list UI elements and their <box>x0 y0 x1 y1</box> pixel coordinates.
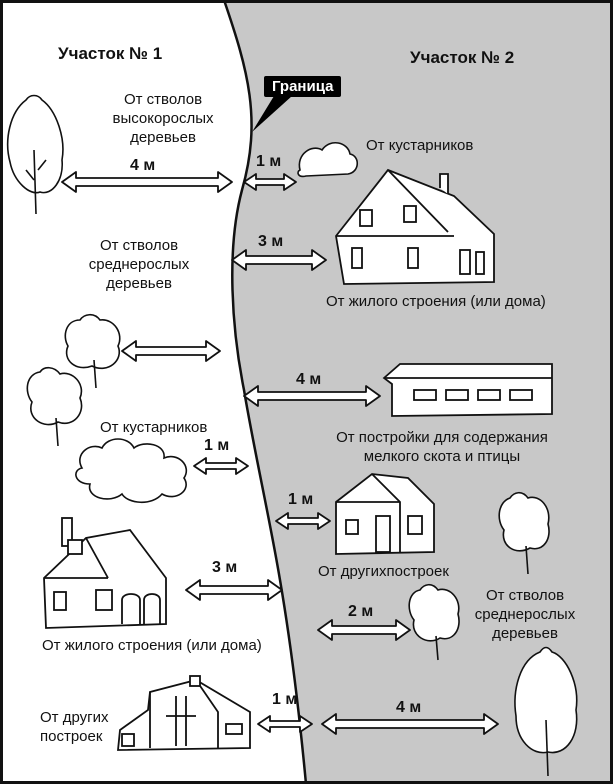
arrow-house-right <box>231 249 327 271</box>
distance-other-right: 1 м <box>288 491 314 508</box>
medium-tree-icon-left-2 <box>26 366 83 447</box>
house-icon-left <box>43 517 167 629</box>
border-pointer <box>252 96 292 132</box>
plot2-heading: Участок № 2 <box>410 48 515 67</box>
arrow-other-right <box>275 512 331 530</box>
arrow-house-left <box>185 579 283 601</box>
arrow-shrubs-right <box>243 173 297 191</box>
house-icon-right <box>335 168 495 285</box>
label-shrubs-right: От кустарников <box>366 137 474 154</box>
label-medium-trees-right: От стволов среднерослых деревьев <box>474 587 576 642</box>
arrow-unlabeled <box>121 340 221 362</box>
plot1-heading: Участок № 1 <box>58 44 163 63</box>
other-building-icon-right <box>335 473 435 555</box>
other-building-icon-left <box>117 675 251 751</box>
label-tall-trees: От стволов высокорослых деревьев <box>112 91 214 146</box>
label-shrubs-left: От кустарников <box>100 419 208 436</box>
distance-bottom-trees: 4 м <box>396 699 422 716</box>
shrub-icon-left <box>75 438 188 504</box>
label-house-right: От жилого строения (или дома) <box>326 293 546 310</box>
distance-house-right: 3 м <box>258 233 284 250</box>
arrow-tall-trees <box>61 171 233 193</box>
medium-tree-icon-right-1 <box>498 491 550 575</box>
distance-tall-trees: 4 м <box>130 157 156 174</box>
arrow-medium-trees-right <box>317 619 411 641</box>
medium-tree-icon-right-2 <box>408 583 460 661</box>
livestock-building-icon <box>382 363 553 417</box>
label-livestock: От постройки для содержания мелкого скот… <box>336 429 548 465</box>
label-medium-trees-left: От стволов среднерослых деревьев <box>88 237 190 292</box>
arrow-bottom-trees <box>321 713 499 735</box>
arrow-livestock <box>243 385 381 407</box>
label-other-right: От другихпостроек <box>318 563 449 580</box>
tall-tree-icon <box>6 94 64 215</box>
shrub-icon-right <box>297 142 359 178</box>
label-house-left: От жилого строения (или дома) <box>42 637 262 654</box>
distance-shrubs-right: 1 м <box>256 153 282 170</box>
border-label: Граница <box>264 76 342 97</box>
distance-house-left: 3 м <box>212 559 238 576</box>
arrow-shrubs-left <box>193 457 249 475</box>
distance-shrubs-left: 1 м <box>204 437 230 454</box>
label-other-left: От других построек <box>40 709 109 745</box>
distance-other-left: 1 м <box>272 691 298 708</box>
tall-tree-icon-bottom <box>514 646 578 777</box>
distance-livestock: 4 м <box>296 371 322 388</box>
medium-tree-icon-left-1 <box>64 313 121 389</box>
distance-medium-trees-right: 2 м <box>348 603 374 620</box>
arrow-other-left <box>257 715 313 733</box>
